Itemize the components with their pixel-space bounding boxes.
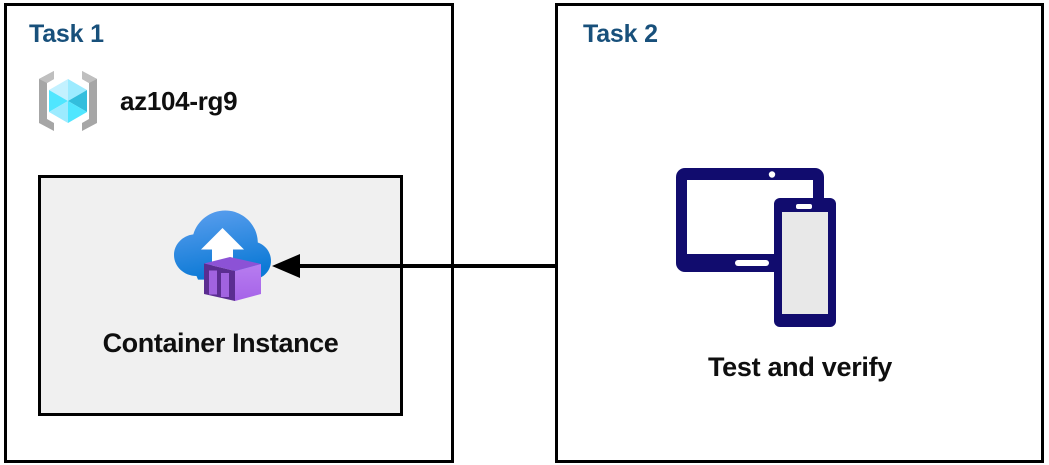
devices-label: Test and verify: [707, 352, 893, 382]
container-instance-icon: [168, 200, 274, 306]
container-instance-card: Container Instance: [38, 175, 403, 416]
resource-group-row: az104-rg9: [32, 66, 332, 136]
resource-group-label: az104-rg9: [120, 85, 238, 116]
task-1-title: Task 1: [29, 20, 104, 48]
task-2-title: Task 2: [583, 20, 658, 48]
container-instance-label: Container Instance: [102, 328, 339, 358]
resource-group-icon: [32, 66, 104, 136]
devices-icon: [672, 160, 872, 335]
